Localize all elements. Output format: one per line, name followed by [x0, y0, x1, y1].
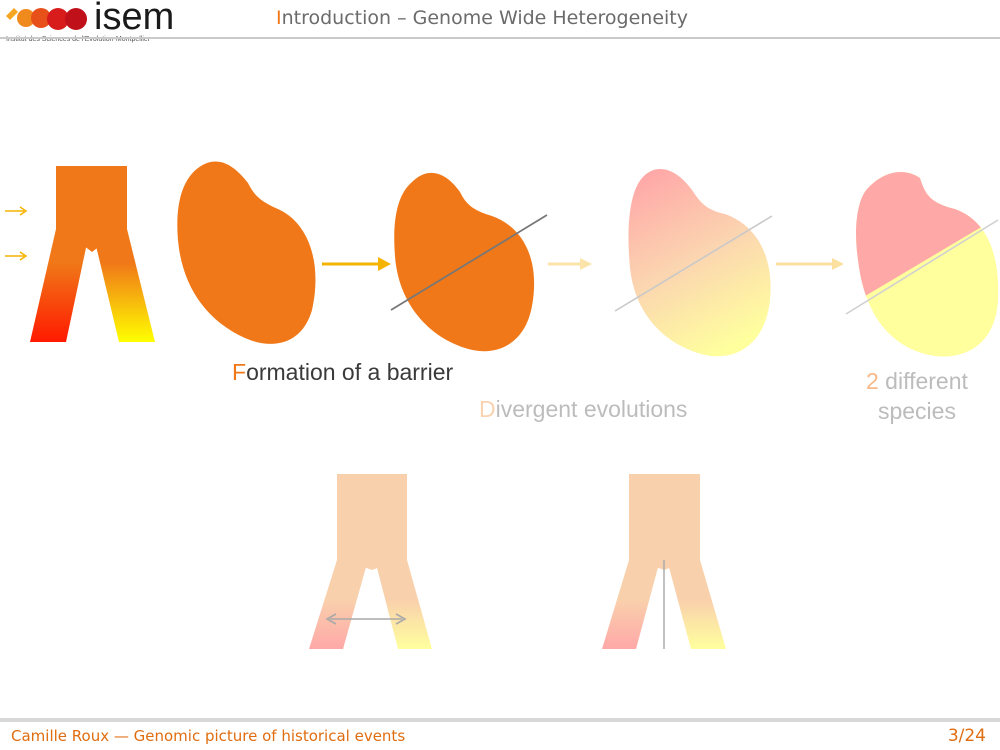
caption-formation-rest: ormation of a barrier — [246, 359, 453, 385]
population-blob-diverging — [629, 169, 771, 356]
arrow-to-barrier — [322, 257, 391, 271]
caption-formation: Formation of a barrier — [232, 359, 453, 386]
caption-species-rest: different — [879, 368, 968, 394]
caption-species-first: 2 — [866, 368, 879, 394]
arrow-to-divergence — [548, 258, 592, 270]
arrow-to-species — [776, 258, 844, 270]
population-blob-barrier — [394, 173, 534, 351]
population-blob-ancestral — [177, 161, 315, 343]
footer-author-talk: Camille Roux — Genomic picture of histor… — [11, 727, 405, 745]
tree-gene-flow — [309, 474, 432, 649]
caption-formation-first: F — [232, 359, 246, 385]
caption-divergent: Divergent evolutions — [479, 396, 687, 423]
slide-footer: Camille Roux — Genomic picture of histor… — [0, 718, 1000, 750]
footer-divider — [0, 718, 1000, 722]
page-number: 3/24 — [948, 726, 986, 746]
caption-species-line2: species — [866, 396, 968, 426]
input-arrows — [5, 207, 26, 260]
caption-divergent-first: D — [479, 396, 496, 422]
caption-divergent-rest: ivergent evolutions — [496, 396, 688, 422]
tree-isolation — [602, 474, 726, 649]
species-tree-main — [30, 166, 155, 342]
